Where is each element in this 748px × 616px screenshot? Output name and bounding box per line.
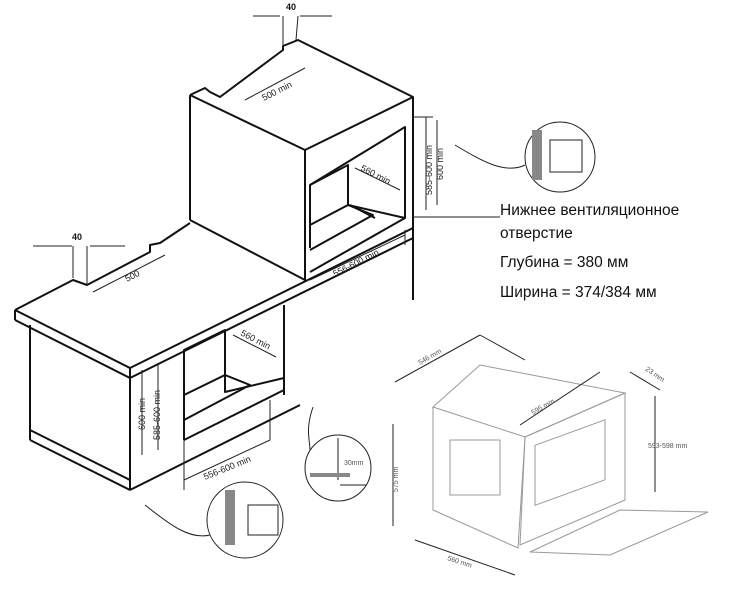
vent-depth: Глубина = 380 мм (500, 254, 629, 271)
oven-drawing (392, 334, 709, 576)
vent-note-title-2: отверстие (500, 225, 573, 242)
label-oven-body-width: 560 mm (446, 555, 472, 570)
label-depth-counter: 500 (123, 268, 141, 284)
dimension-lines (33, 15, 500, 490)
label-niche-depth-top: 560 min (359, 163, 392, 186)
base-cabinet (14, 222, 414, 491)
label-height-bottom-b: 585-600 min (152, 390, 162, 440)
label-gap-counter: 40 (72, 232, 82, 242)
label-gap-top: 40 (286, 2, 296, 12)
label-height-bottom-a: 600 min (137, 398, 147, 430)
label-oven-height: 593-598 mm (648, 443, 687, 450)
label-detail-gap: 30mm (344, 460, 364, 467)
label-niche-depth-bottom: 560 min (239, 328, 272, 351)
label-height-top-b: 600 min (435, 148, 445, 180)
label-oven-panel: 23 mm (644, 366, 666, 384)
label-width-top: 556-600 min (331, 247, 380, 279)
label-height-top-a: 585-600 min (424, 145, 434, 195)
detail-callouts (144, 121, 596, 559)
label-oven-width: 595 mm (531, 398, 557, 417)
vent-width: Ширина = 374/384 мм (500, 284, 657, 301)
vent-note-title: Нижнее вентиляционное (500, 202, 680, 219)
label-oven-body-height: 575 mm (393, 467, 400, 492)
